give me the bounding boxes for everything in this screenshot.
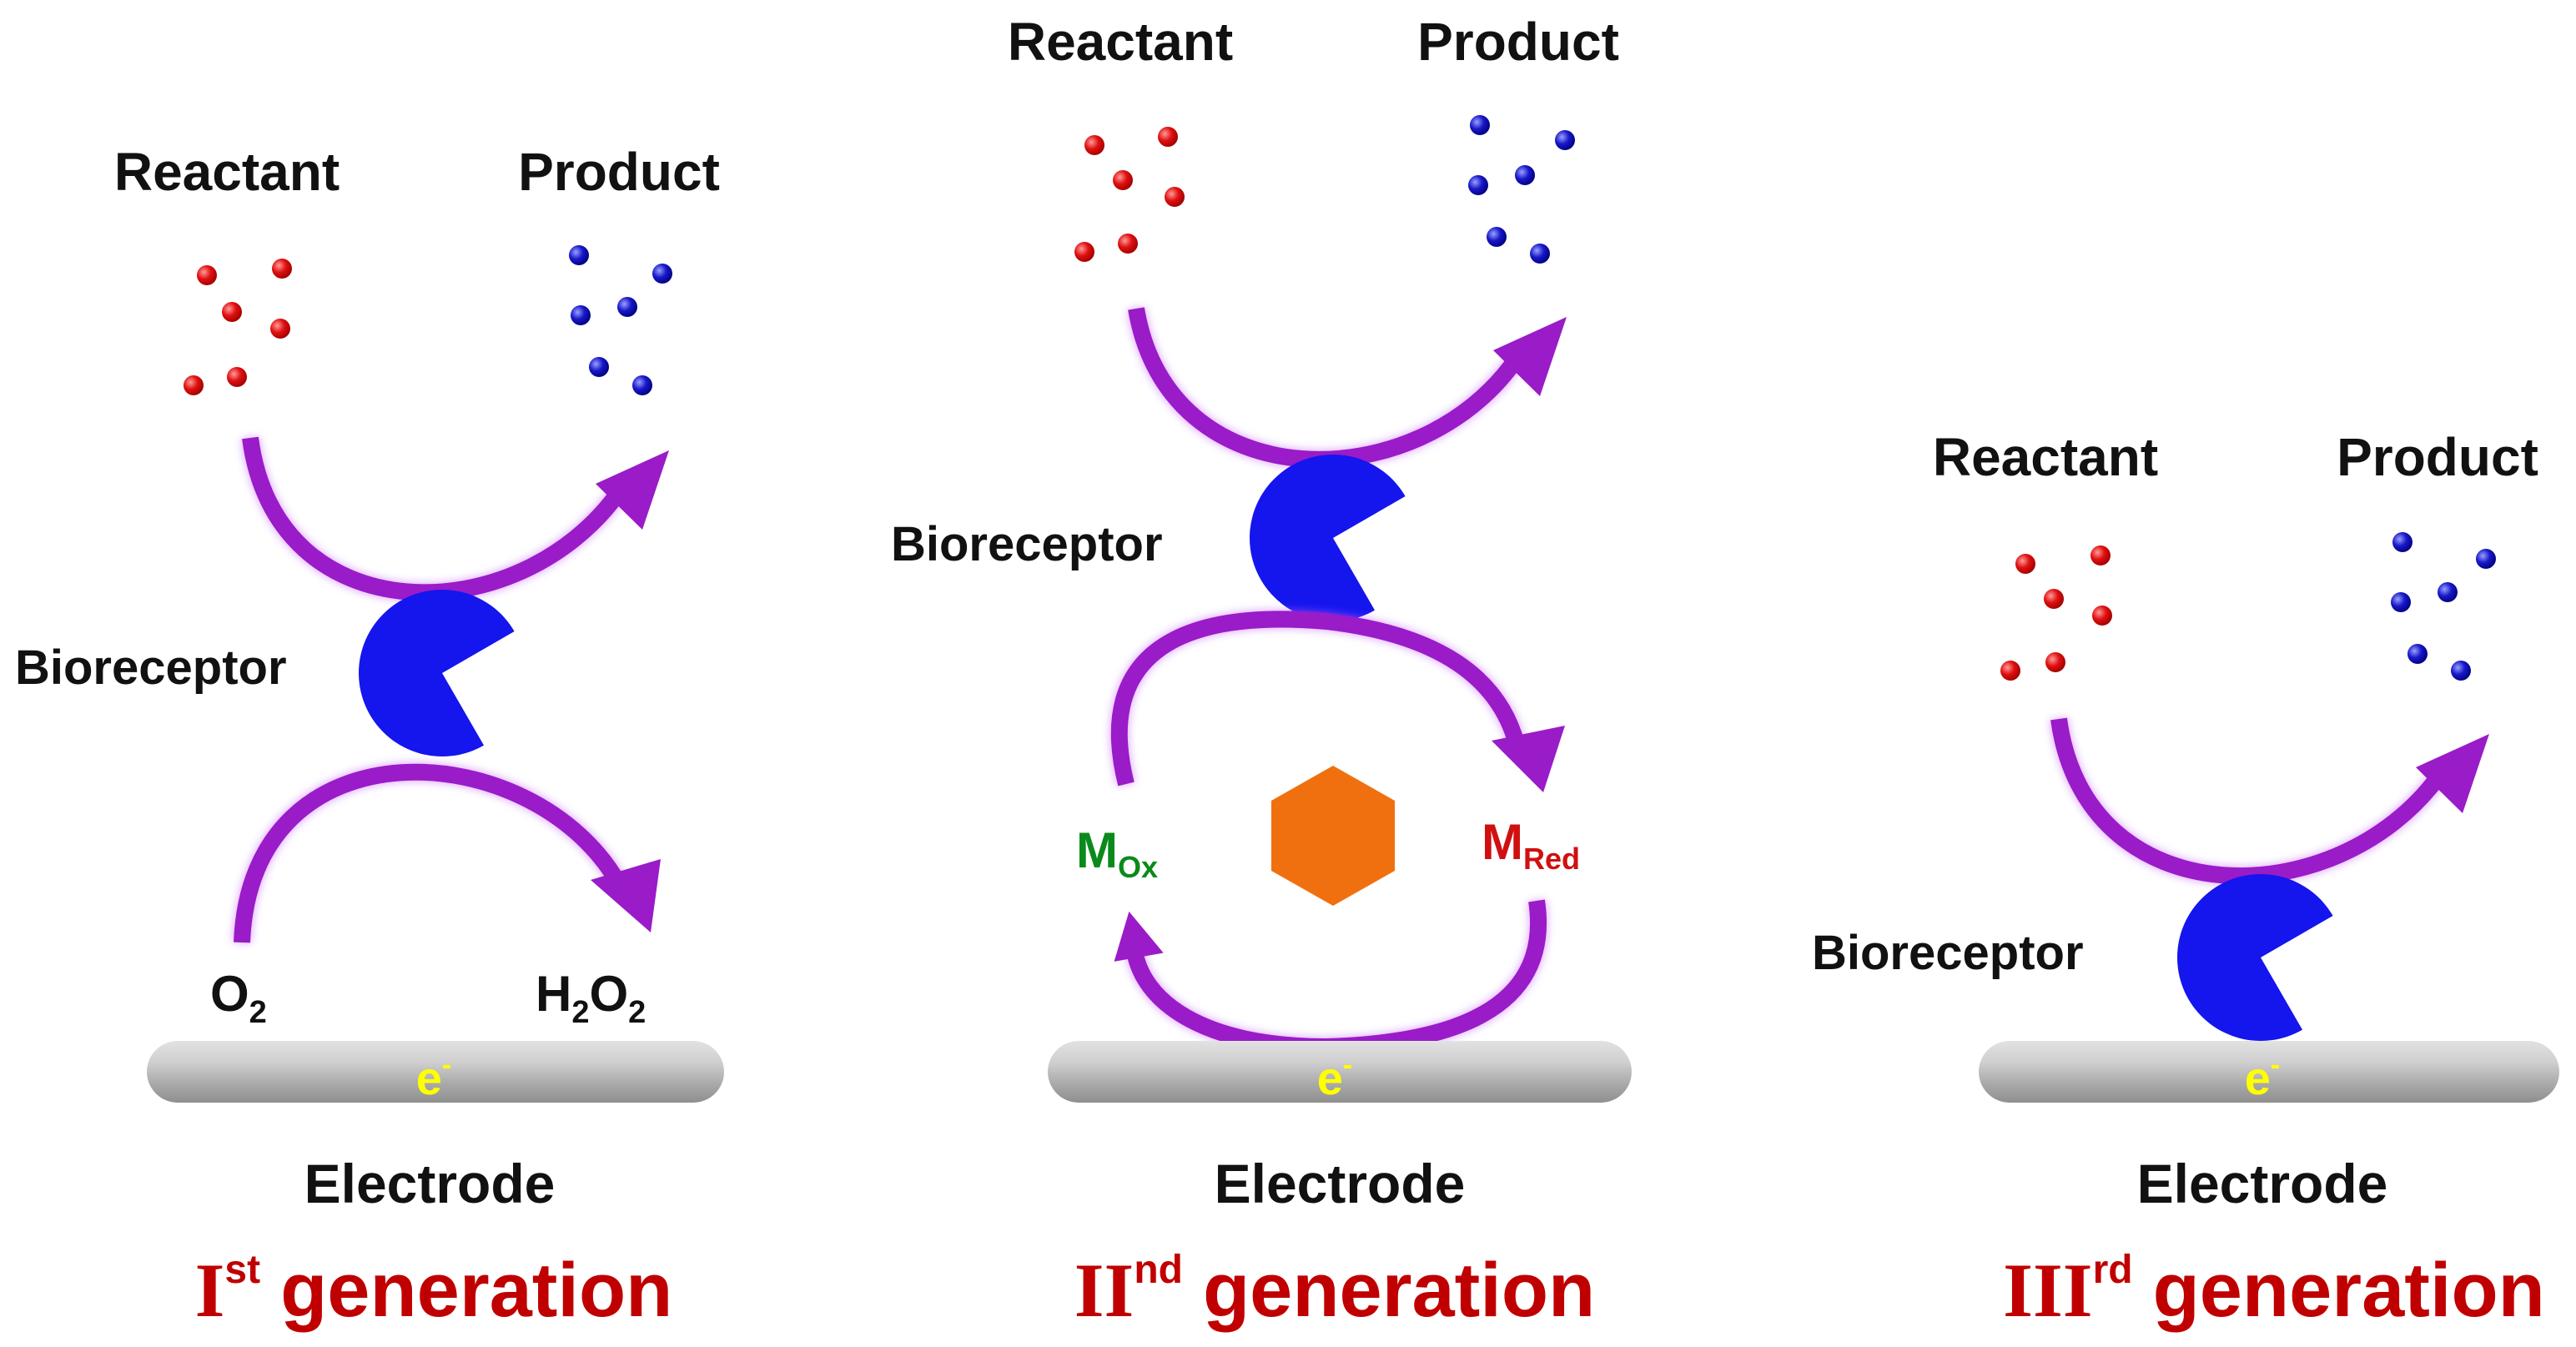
reactant-molecule bbox=[1084, 135, 1104, 155]
electron-label: e- bbox=[2245, 1049, 2280, 1104]
reactant-molecule bbox=[184, 375, 204, 395]
product-molecule bbox=[652, 264, 672, 284]
upper-reaction-arrow bbox=[241, 436, 669, 602]
product-molecules bbox=[1468, 115, 1575, 264]
reactant-molecule bbox=[1165, 187, 1185, 207]
bioreceptor-label: Bioreceptor bbox=[15, 641, 287, 695]
mediator-reduced-label: MRed bbox=[1482, 814, 1580, 876]
lower-reaction-arrow bbox=[233, 762, 661, 943]
product-molecule bbox=[1555, 130, 1575, 150]
electrode-bar bbox=[1048, 1041, 1632, 1103]
bioreceptor-icon bbox=[1250, 455, 1406, 621]
product-molecule bbox=[1468, 175, 1488, 195]
reactant-molecules bbox=[1074, 127, 1185, 262]
product-label: Product bbox=[1417, 12, 1619, 72]
product-label: Product bbox=[518, 142, 720, 202]
reactant-molecules bbox=[184, 259, 292, 395]
reactant-label: Reactant bbox=[1933, 427, 2158, 487]
reactant-molecule bbox=[2044, 589, 2064, 609]
reactant-molecule bbox=[1118, 234, 1138, 254]
reactant-molecule bbox=[270, 319, 290, 339]
reactant-molecule bbox=[2015, 554, 2035, 574]
reactant-molecule bbox=[227, 367, 247, 387]
electron-label: e- bbox=[1317, 1049, 1352, 1104]
product-molecule bbox=[2391, 592, 2411, 612]
reactant-molecule bbox=[222, 302, 242, 322]
bioreceptor-label: Bioreceptor bbox=[1812, 926, 2084, 980]
electron-label: e- bbox=[416, 1049, 451, 1104]
product-molecule bbox=[1530, 244, 1550, 264]
product-molecule bbox=[2438, 582, 2458, 602]
product-molecule bbox=[632, 375, 652, 395]
reactant-molecule bbox=[2045, 652, 2065, 672]
mediator-hexagon-icon bbox=[1271, 766, 1395, 906]
reactant-molecule bbox=[1158, 127, 1178, 147]
panel-third-generation: Reactant Product Bioreceptor e- El bbox=[1812, 427, 2559, 1333]
electrode-label: Electrode bbox=[1215, 1153, 1466, 1214]
panel-first-generation: Reactant Product Bioreceptor bbox=[15, 142, 724, 1333]
bioreceptor-label: Bioreceptor bbox=[891, 517, 1163, 571]
hydrogen-peroxide-label: H2O2 bbox=[536, 966, 646, 1030]
reactant-molecule bbox=[197, 265, 217, 285]
product-molecule bbox=[2407, 644, 2428, 664]
bioreceptor-icon bbox=[359, 590, 515, 756]
upper-reaction-arrow bbox=[1127, 307, 1567, 469]
product-molecule bbox=[571, 305, 591, 325]
electrode-bar bbox=[147, 1041, 724, 1103]
reactant-molecule bbox=[2000, 661, 2020, 681]
bioreceptor-icon bbox=[2177, 874, 2333, 1041]
reactant-molecule bbox=[1113, 170, 1133, 190]
reactant-molecule bbox=[1074, 242, 1094, 262]
product-molecule bbox=[1487, 227, 1507, 247]
product-molecule bbox=[589, 357, 609, 377]
reactant-molecules bbox=[2000, 545, 2112, 681]
product-molecule bbox=[2476, 549, 2496, 569]
product-molecule bbox=[1515, 165, 1535, 185]
mediator-oxidized-label: MOx bbox=[1076, 822, 1158, 884]
product-molecules bbox=[2391, 532, 2496, 681]
product-molecule bbox=[617, 297, 637, 317]
reactant-molecule bbox=[2092, 606, 2112, 626]
product-molecule bbox=[2451, 661, 2471, 681]
upper-reaction-arrow bbox=[2050, 717, 2489, 886]
product-molecule bbox=[1470, 115, 1490, 135]
reactant-molecule bbox=[2090, 545, 2111, 565]
electrode-bar bbox=[1979, 1041, 2559, 1103]
oxygen-label: O2 bbox=[210, 966, 267, 1030]
reactant-molecule bbox=[272, 259, 292, 279]
reactant-label: Reactant bbox=[1008, 12, 1233, 72]
product-molecule bbox=[569, 245, 589, 265]
product-molecule bbox=[2392, 532, 2412, 552]
product-molecules bbox=[569, 245, 672, 395]
electrode-label: Electrode bbox=[2137, 1153, 2388, 1214]
reactant-label: Reactant bbox=[114, 142, 340, 202]
electrode-label: Electrode bbox=[304, 1153, 556, 1214]
panel-second-generation: Reactant Product Bioreceptor bbox=[891, 12, 1632, 1333]
product-label: Product bbox=[2337, 427, 2538, 487]
